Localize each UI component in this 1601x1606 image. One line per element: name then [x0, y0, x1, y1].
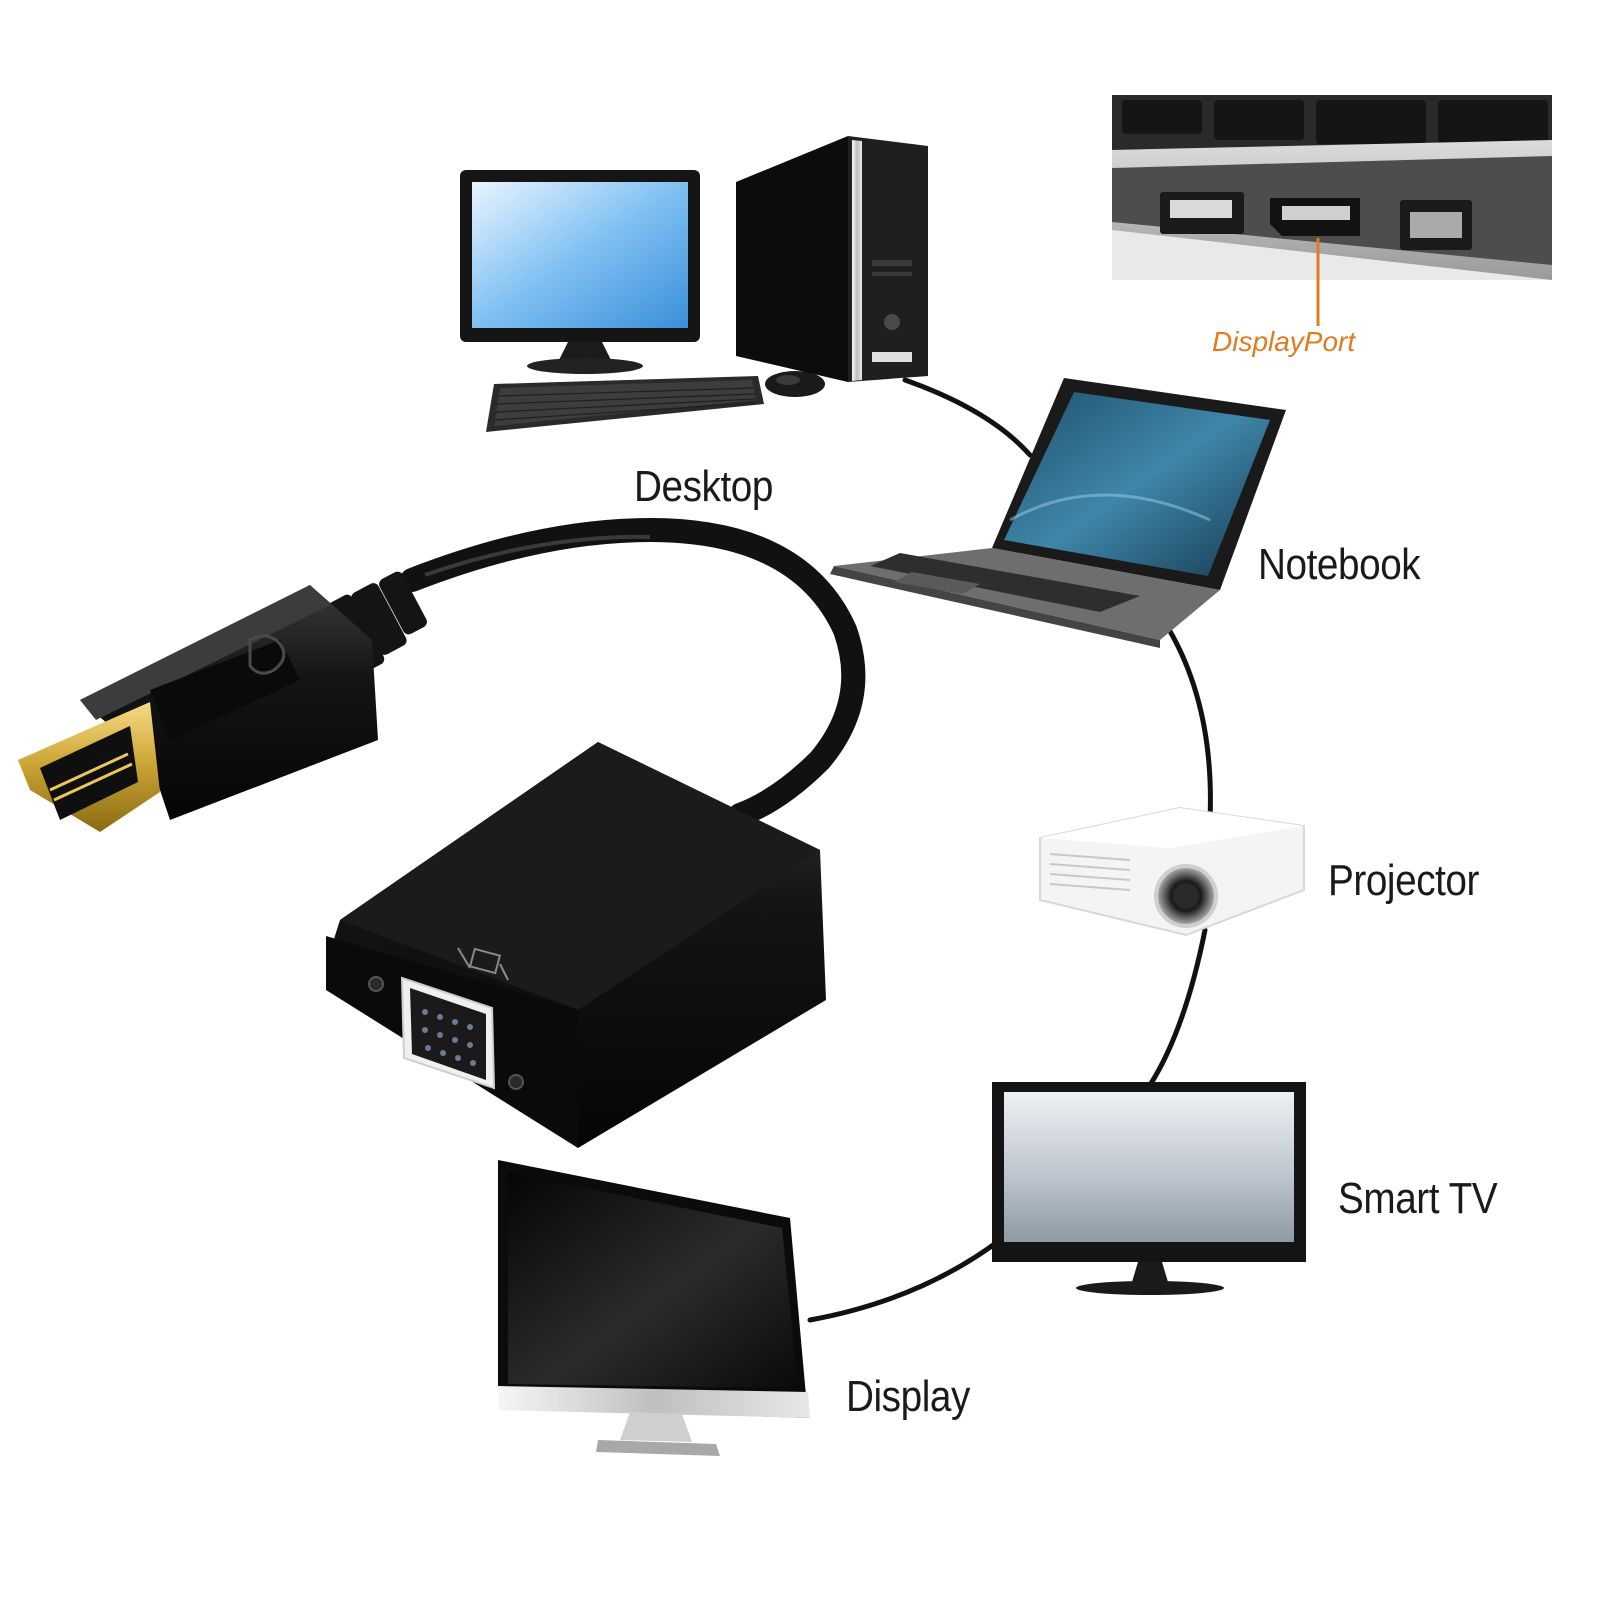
desktop-monitor-image [460, 170, 700, 374]
displayport-closeup-image [1112, 95, 1552, 326]
label-display: Display [846, 1372, 970, 1421]
connection-cable [807, 377, 1213, 1323]
label-displayport: DisplayPort [1212, 326, 1356, 357]
keyboard-image [486, 376, 764, 432]
projector-image [1039, 806, 1305, 937]
label-desktop: Desktop [634, 462, 773, 511]
label-notebook: Notebook [1258, 540, 1421, 589]
label-smart-tv: Smart TV [1338, 1174, 1498, 1223]
label-projector: Projector [1328, 856, 1479, 905]
notebook-image [830, 378, 1286, 648]
display-monitor-image [498, 1160, 810, 1456]
pc-tower-image [736, 136, 928, 382]
dp-to-vga-adapter-image [18, 517, 866, 1148]
smart-tv-image [992, 1082, 1306, 1295]
mouse-image [765, 371, 825, 397]
